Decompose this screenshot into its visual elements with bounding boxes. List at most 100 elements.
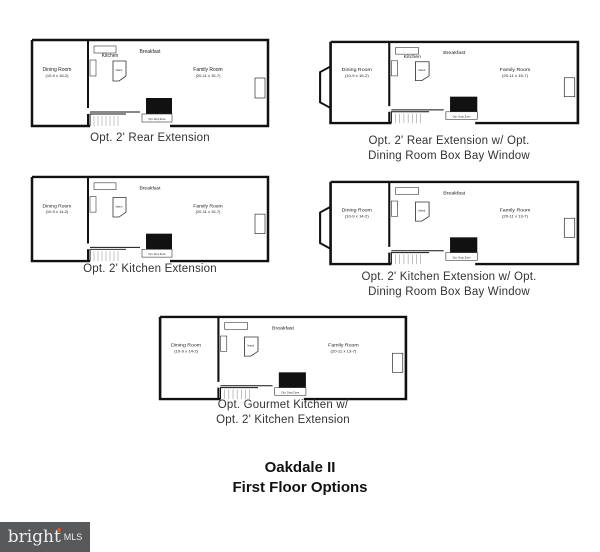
dining-room-size: (10-9 x 16-2): [345, 73, 370, 78]
island-outline: [112, 197, 127, 218]
breakfast-label: Breakfast: [139, 186, 161, 192]
floor-plan-1: Dining Room (10-9 x 16-2) Kitchen Breakf…: [30, 38, 270, 128]
island-label: Island: [418, 69, 426, 72]
island-label: Island: [116, 205, 123, 208]
breakfast-label: Breakfast: [139, 49, 161, 55]
family-room-label: Family Room: [193, 67, 222, 73]
drop-zone-cabinet: [146, 233, 172, 250]
plan-caption: Opt. 2' Rear Extension w/ Opt. Dining Roo…: [278, 134, 600, 164]
family-room-size: (20-11 x 13-7): [331, 348, 357, 353]
kitchen-label: Kitchen: [404, 54, 422, 60]
fireplace: [392, 352, 404, 373]
plan-caption-line: Opt. 2' Kitchen Extension w/ Opt.: [361, 271, 537, 283]
dining-room-label: Dining Room: [342, 208, 372, 214]
family-room-label: Family Room: [328, 343, 358, 349]
drop-zone-label: Opt. Drop Zone: [453, 116, 472, 119]
family-room-label: Family Room: [193, 203, 222, 209]
sink-counter: [395, 187, 419, 195]
exterior-wall: [329, 40, 580, 125]
range: [89, 59, 97, 77]
plan-caption-line: Opt. Gourmet Kitchen w/: [217, 399, 349, 411]
drop-zone-cabinet: [278, 372, 306, 388]
sink-counter: [395, 47, 419, 55]
plan-caption: Opt. 2' Kitchen Extension: [0, 262, 310, 277]
bay-window: [319, 205, 332, 250]
dining-room-size: (10-9 x 16-2): [46, 73, 70, 78]
family-room-label: Family Room: [500, 67, 531, 73]
floor-plan-2: Dining Room (10-9 x 16-2) Kitchen Breakf…: [318, 40, 580, 125]
family-room-size: (20-11 x 15-7): [196, 209, 221, 214]
breakfast-label: Breakfast: [272, 326, 295, 332]
dining-room-label: Dining Room: [171, 343, 201, 349]
stairs: [93, 251, 119, 262]
floor-plan-drawing: Dining Room (10-9 x 14-2) Breakfast Fami…: [30, 175, 270, 263]
breakfast-label: Breakfast: [443, 50, 466, 56]
drop-zone-cabinet: [146, 98, 172, 114]
floor-plan-drawing: Dining Room (10-9 x 16-2) Kitchen Breakf…: [30, 38, 270, 128]
drop-zone-label: Opt. Drop Zone: [453, 256, 472, 259]
plan-caption-line: Dining Room Box Bay Window: [368, 286, 530, 298]
plan-caption-line: Opt. 2' Rear Extension: [90, 132, 210, 144]
breakfast-label: Breakfast: [443, 191, 466, 197]
plan-caption-line: Opt. 2' Kitchen Extension: [83, 263, 217, 275]
range: [220, 335, 228, 352]
drop-zone-label: Opt. Drop Zone: [148, 253, 166, 256]
dining-room-label: Dining Room: [43, 67, 72, 73]
floor-plan-drawing: Dining Room (10-9 x 14-2) Breakfast Fami…: [319, 180, 580, 266]
document-subtitle: First Floor Options: [232, 479, 368, 496]
floor-plan-5: Dining Room (10-9 x 14-2) Breakfast Fami…: [158, 315, 408, 401]
plan-caption: Opt. 2' Rear Extension: [0, 131, 310, 146]
fireplace: [254, 77, 266, 99]
floor-plan-drawing: Dining Room (10-9 x 16-2) Kitchen Breakf…: [319, 40, 580, 125]
range: [391, 60, 398, 77]
bay-window: [319, 65, 332, 109]
plan-caption: Opt. Gourmet Kitchen w/Opt. 2' Kitchen E…: [118, 398, 448, 428]
drop-zone-cabinet: [450, 237, 478, 253]
exterior-wall: [329, 180, 580, 266]
island-label: Island: [418, 210, 426, 213]
sink-counter: [224, 322, 248, 330]
dining-room-label: Dining Room: [43, 203, 72, 209]
island-outline: [112, 60, 127, 82]
sink-counter: [93, 182, 117, 190]
sink-counter: [93, 45, 117, 54]
plan-caption-line: Opt. 2' Rear Extension w/ Opt.: [368, 135, 530, 147]
floor-plan-3: Dining Room (10-9 x 14-2) Breakfast Fami…: [30, 175, 270, 263]
dining-room-label: Dining Room: [342, 67, 372, 73]
family-room-size: (20-11 x 15-7): [196, 73, 221, 78]
island-label: Island: [247, 345, 255, 348]
stairs: [395, 254, 421, 265]
drop-zone-label: Opt. Drop Zone: [281, 391, 299, 394]
fireplace: [254, 213, 266, 234]
floor-plan-4: Dining Room (10-9 x 14-2) Breakfast Fami…: [318, 180, 580, 266]
exterior-wall: [30, 38, 270, 128]
drop-zone-cabinet: [450, 96, 478, 112]
fireplace: [563, 217, 576, 238]
stairs: [395, 113, 421, 124]
exterior-wall: [158, 315, 408, 401]
floor-plan-drawing: Dining Room (10-9 x 14-2) Breakfast Fami…: [158, 315, 408, 401]
island-outline: [415, 61, 430, 81]
exterior-wall: [30, 175, 270, 263]
island-outline: [244, 336, 259, 357]
island-outline: [415, 201, 430, 222]
plan-caption-line: Opt. 2' Kitchen Extension: [216, 414, 350, 426]
range: [391, 200, 398, 217]
drop-zone-label: Opt. Drop Zone: [148, 118, 166, 121]
island-label: Island: [116, 69, 123, 72]
plan-caption-line: Dining Room Box Bay Window: [368, 150, 530, 162]
dining-room-size: (10-9 x 14-2): [46, 209, 69, 214]
family-room-size: (20-11 x 13-7): [502, 213, 529, 218]
dining-room-size: (10-9 x 14-2): [174, 348, 198, 353]
dining-room-size: (10-9 x 14-2): [345, 213, 370, 218]
family-room-size: (20-11 x 15-7): [502, 73, 529, 78]
plan-caption: Opt. 2' Kitchen Extension w/ Opt. Dining …: [278, 270, 600, 300]
stairs: [224, 389, 250, 400]
family-room-label: Family Room: [500, 208, 531, 214]
fireplace: [563, 77, 576, 97]
range: [89, 196, 97, 213]
kitchen-label: Kitchen: [102, 53, 119, 59]
document-title: Oakdale II: [264, 459, 336, 476]
stairs: [93, 116, 119, 126]
